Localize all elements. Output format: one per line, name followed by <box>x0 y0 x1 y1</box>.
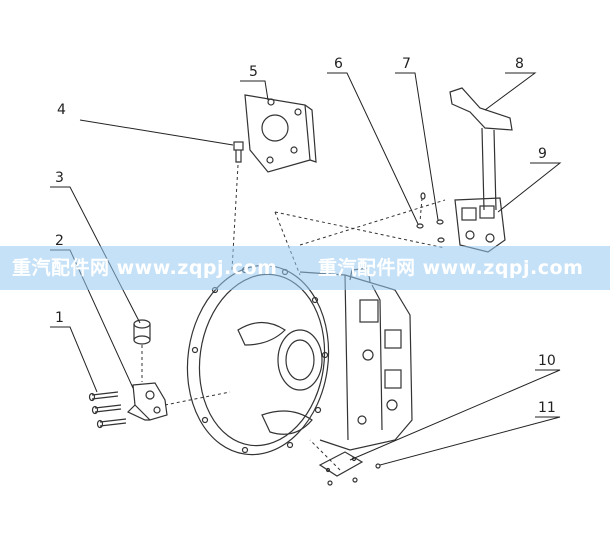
part-1-bolts <box>88 391 127 429</box>
part-3-bushing <box>133 319 151 345</box>
part-10-cover-plate <box>318 451 364 477</box>
watermark-text-left: 重汽配件网 www.zqpj.com <box>12 257 278 279</box>
part-9-shift-tower <box>454 197 506 253</box>
callout-5: 5 <box>249 64 258 80</box>
callout-7: 7 <box>402 56 411 72</box>
assembly-guides <box>141 164 446 471</box>
part-6-pin <box>416 223 424 229</box>
watermark-text-right: 重汽配件网 www.zqpj.com <box>318 257 584 279</box>
callout-9: 9 <box>538 146 547 162</box>
part-2-bracket <box>126 382 168 421</box>
callout-6: 6 <box>334 56 343 72</box>
callout-11: 11 <box>538 400 556 416</box>
part-4-bolt <box>233 141 244 163</box>
callout-4: 4 <box>57 102 66 118</box>
part-5-bracket <box>244 94 317 173</box>
callout-10: 10 <box>538 353 556 369</box>
part-11-screws <box>327 463 381 486</box>
part-7-bolt <box>420 192 445 243</box>
callout-3: 3 <box>55 170 64 186</box>
callout-8: 8 <box>515 56 524 72</box>
callout-2: 2 <box>55 233 64 249</box>
callout-1: 1 <box>55 310 64 326</box>
part-8-shift-lever <box>449 87 513 211</box>
callout-labels: 1 2 3 4 5 6 7 8 9 10 11 <box>55 56 556 416</box>
watermark-banner <box>0 246 610 290</box>
